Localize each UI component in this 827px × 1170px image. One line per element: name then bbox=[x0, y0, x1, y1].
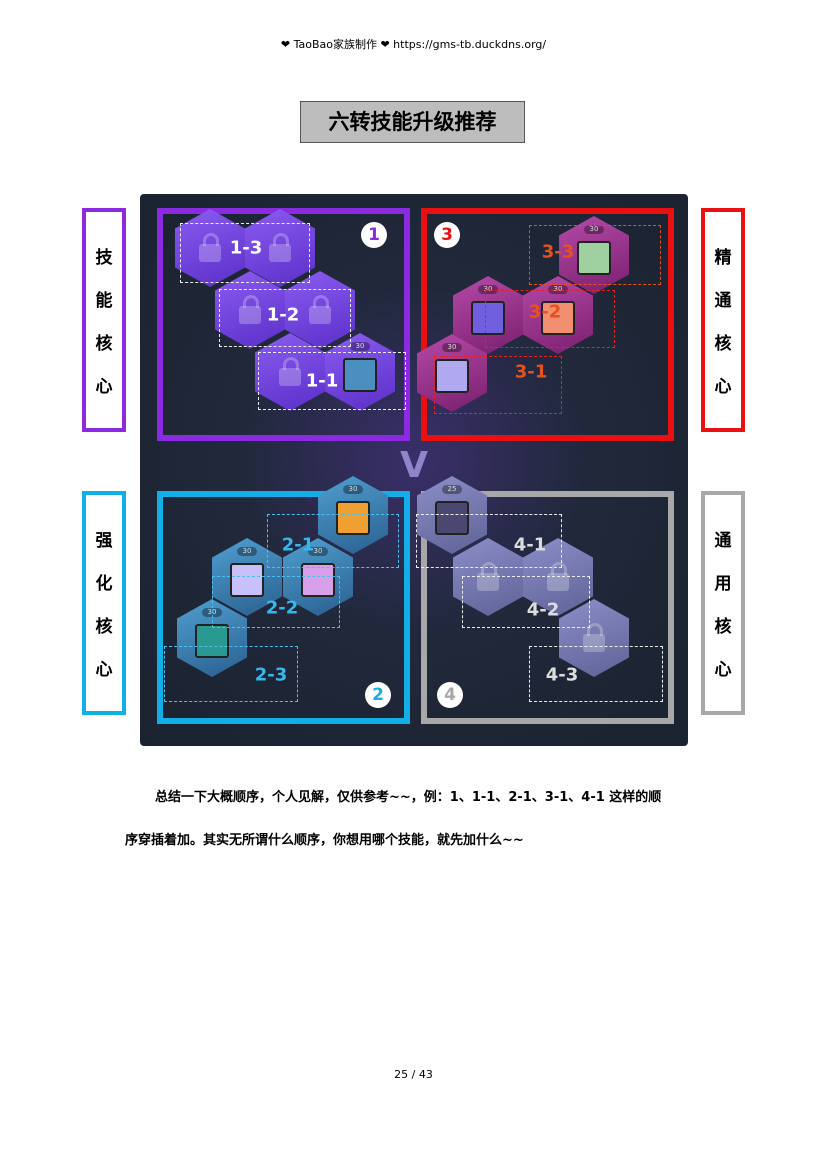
skill-node: 30 bbox=[559, 216, 629, 294]
step-label-41: 4-1 bbox=[513, 534, 547, 556]
label-skill-core: 技能核心 bbox=[82, 208, 126, 432]
skill-icon bbox=[230, 563, 264, 597]
priority-number-common: 4 bbox=[437, 682, 463, 708]
skill-icon bbox=[541, 301, 575, 335]
locked-node bbox=[523, 538, 593, 616]
step-label-11: 1-1 bbox=[305, 370, 339, 392]
level-badge: 30 bbox=[237, 547, 257, 556]
locked-node bbox=[175, 209, 245, 287]
step-label-22: 2-2 bbox=[265, 597, 299, 619]
highlight-box bbox=[485, 290, 615, 348]
char: 化 bbox=[95, 574, 113, 594]
label-enhance-core: 强化核心 bbox=[82, 491, 126, 715]
char: 用 bbox=[714, 574, 732, 594]
highlight-box bbox=[529, 646, 663, 702]
paragraph-line-2: 序穿插着加。其实无所谓什么顺序，你想用哪个技能，就先加什么~~ bbox=[125, 833, 524, 848]
step-label-32: 3-2 bbox=[528, 301, 562, 323]
char: 心 bbox=[714, 377, 732, 397]
char: 精 bbox=[714, 248, 732, 268]
lock-icon bbox=[239, 295, 261, 324]
level-badge: 25 bbox=[442, 485, 462, 494]
step-label-43: 4-3 bbox=[545, 664, 579, 686]
step-label-23: 2-3 bbox=[254, 664, 288, 686]
highlight-box bbox=[180, 223, 310, 283]
char: 核 bbox=[95, 617, 113, 637]
paragraph-line-1: 总结一下大概顺序，个人见解，仅供参考~~，例：1、1-1、2-1、3-1、4-1… bbox=[155, 790, 662, 805]
step-label-21: 2-1 bbox=[281, 534, 315, 556]
highlight-box bbox=[529, 225, 661, 285]
step-label-33: 3-3 bbox=[541, 241, 575, 263]
step-label-31: 3-1 bbox=[514, 361, 548, 383]
char: 心 bbox=[95, 377, 113, 397]
level-badge: 30 bbox=[584, 225, 604, 234]
locked-node bbox=[559, 599, 629, 677]
priority-number-mastery: 3 bbox=[434, 222, 460, 248]
skill-icon bbox=[435, 359, 469, 393]
label-common-core: 通用核心 bbox=[701, 491, 745, 715]
skill-icon bbox=[343, 358, 377, 392]
step-label-13: 1-3 bbox=[229, 237, 263, 259]
lock-icon bbox=[547, 562, 569, 591]
lock-icon bbox=[199, 233, 221, 262]
skill-icon bbox=[301, 563, 335, 597]
highlight-box bbox=[434, 356, 562, 414]
page-title: 六转技能升级推荐 bbox=[300, 101, 525, 143]
priority-number-skill: 1 bbox=[361, 222, 387, 248]
level-badge: 30 bbox=[548, 285, 568, 294]
char: 通 bbox=[714, 291, 732, 311]
char: 心 bbox=[714, 660, 732, 680]
highlight-box bbox=[267, 514, 399, 568]
skill-node: 30 bbox=[523, 276, 593, 354]
lock-icon bbox=[583, 623, 605, 652]
skill-icon bbox=[195, 624, 229, 658]
lock-icon bbox=[309, 295, 331, 324]
highlight-box bbox=[462, 576, 590, 628]
step-label-42: 4-2 bbox=[526, 599, 560, 621]
v-logo: V bbox=[400, 445, 428, 486]
skill-icon bbox=[577, 241, 611, 275]
highlight-box bbox=[258, 352, 406, 410]
highlight-box bbox=[164, 646, 298, 702]
skill-icon bbox=[471, 301, 505, 335]
level-badge: 30 bbox=[478, 285, 498, 294]
priority-number-enhance: 2 bbox=[365, 682, 391, 708]
char: 核 bbox=[714, 334, 732, 354]
level-badge: 30 bbox=[343, 485, 363, 494]
char: 核 bbox=[95, 334, 113, 354]
page-number: 25 / 43 bbox=[394, 1068, 433, 1081]
char: 技 bbox=[95, 248, 113, 268]
zone-common bbox=[421, 491, 674, 724]
lock-icon bbox=[477, 562, 499, 591]
highlight-box bbox=[219, 289, 351, 347]
lock-icon bbox=[279, 357, 301, 386]
char: 心 bbox=[95, 660, 113, 680]
char: 强 bbox=[95, 531, 113, 551]
char: 通 bbox=[714, 531, 732, 551]
zone-enhance bbox=[157, 491, 410, 724]
char: 能 bbox=[95, 291, 113, 311]
level-badge: 30 bbox=[442, 343, 462, 352]
highlight-box bbox=[212, 576, 340, 628]
page-header: ❤ TaoBao家族制作 ❤ https://gms-tb.duckdns.or… bbox=[280, 38, 547, 51]
zone-mastery bbox=[421, 208, 674, 441]
level-badge: 30 bbox=[350, 342, 370, 351]
level-badge: 30 bbox=[308, 547, 328, 556]
char: 核 bbox=[714, 617, 732, 637]
skill-icon bbox=[435, 501, 469, 535]
skill-icon bbox=[336, 501, 370, 535]
step-label-12: 1-2 bbox=[266, 304, 300, 326]
highlight-box bbox=[416, 514, 562, 568]
label-mastery-core: 精通核心 bbox=[701, 208, 745, 432]
lock-icon bbox=[269, 233, 291, 262]
